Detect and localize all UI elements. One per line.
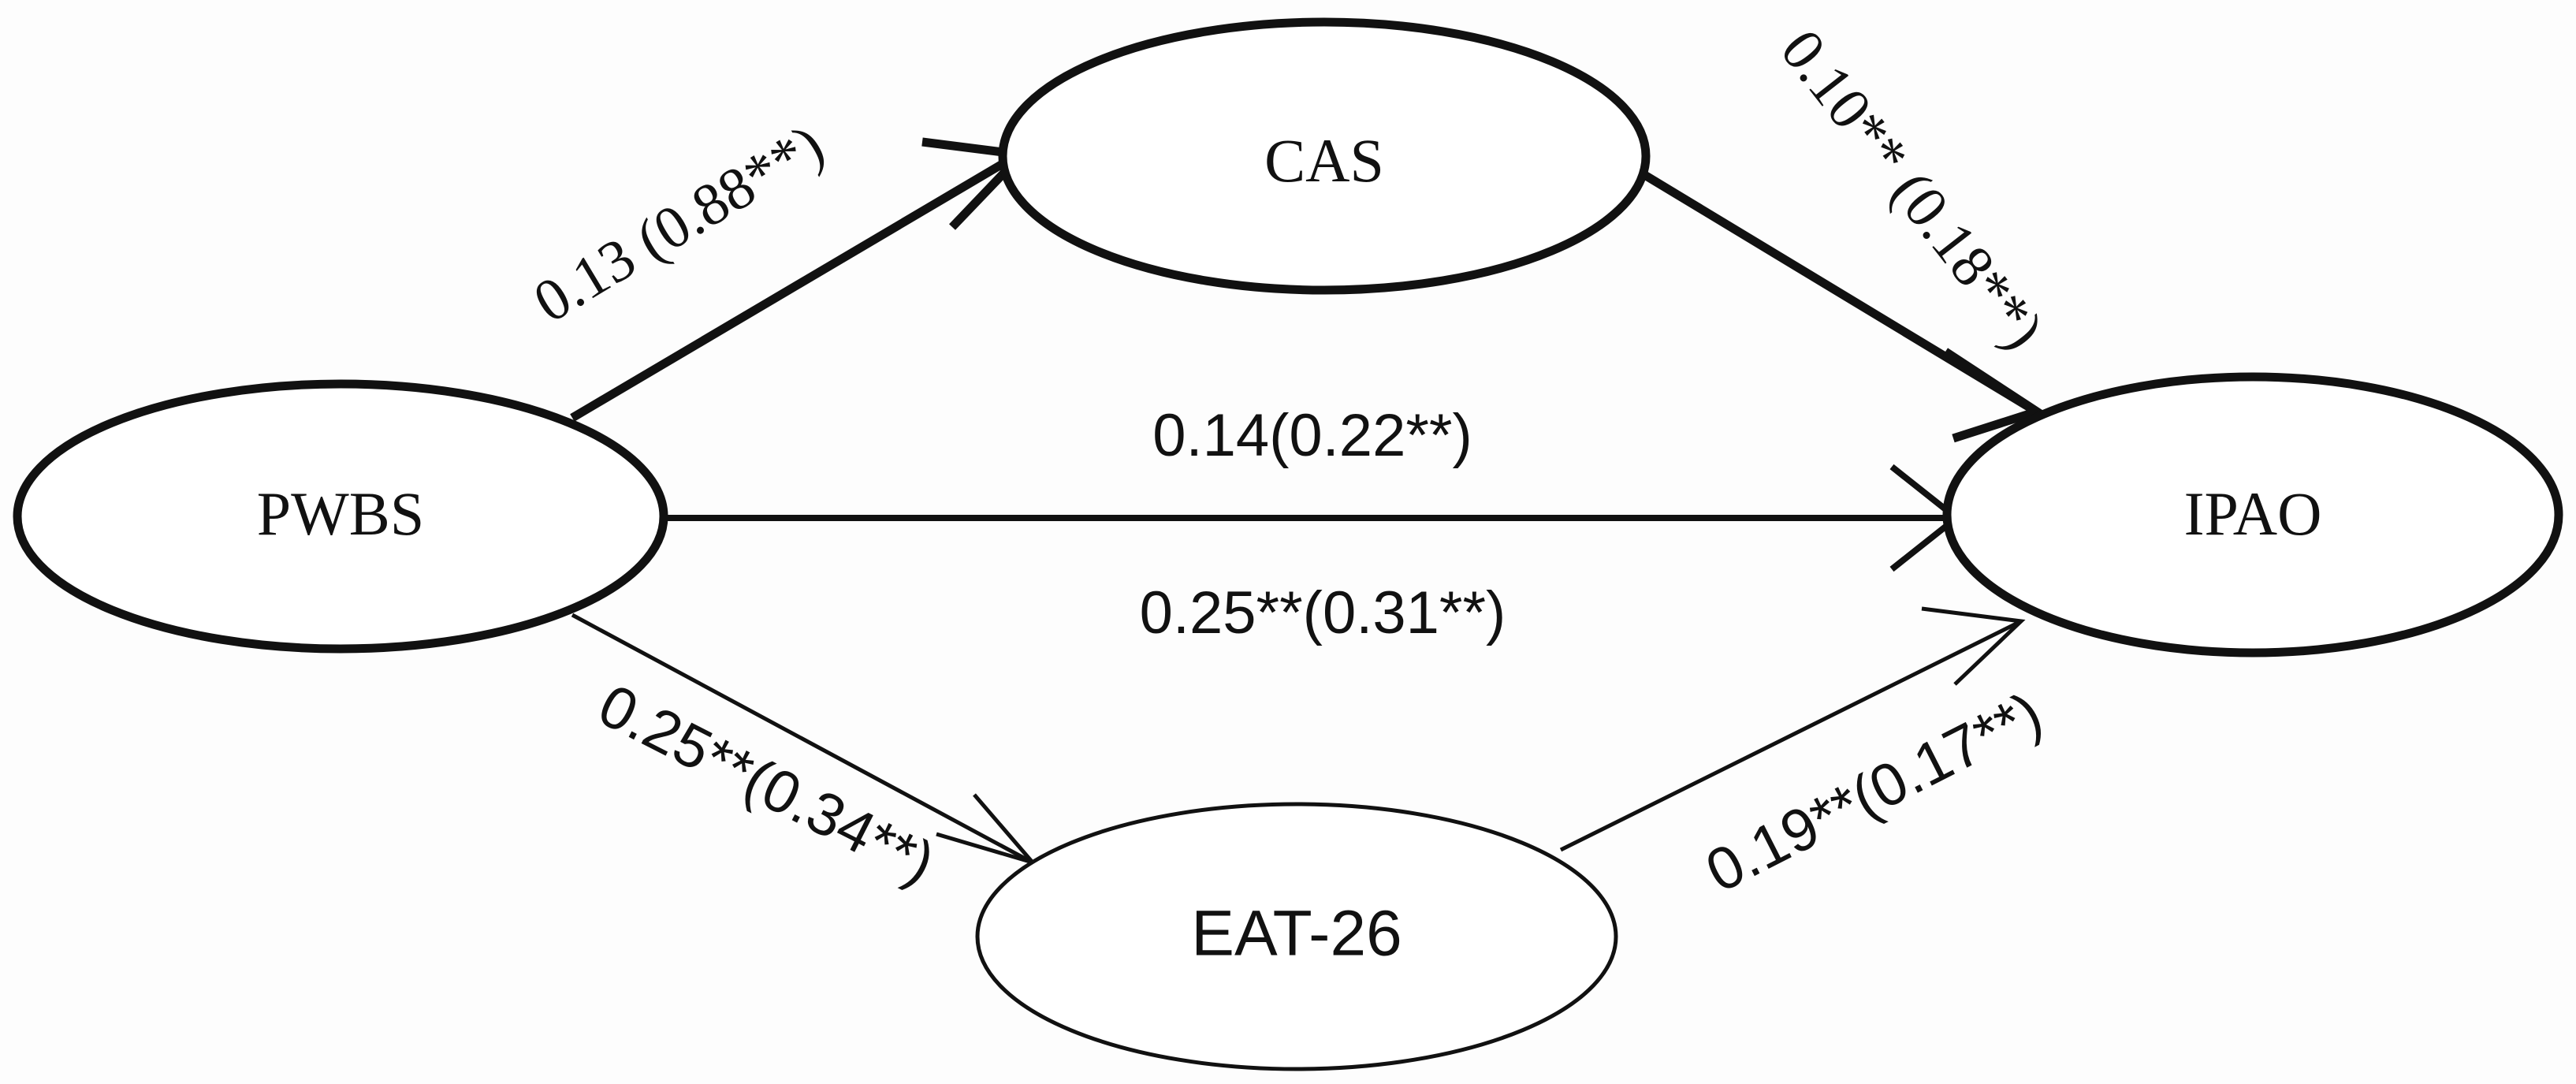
- edge-eat26-to-ipao-arrowhead: [1921, 606, 2026, 686]
- edge-label-pwbs-to-cas: 0.13 (0.88**): [523, 112, 835, 336]
- node-cas-ellipse: [998, 17, 1651, 295]
- node-eat26[interactable]: EAT-26: [975, 802, 1618, 1071]
- edge-pwbs-to-cas-line: [570, 151, 1021, 422]
- node-pwbs-ellipse: [13, 379, 668, 654]
- edge-pwbs-to-eat26-line: [571, 613, 1031, 863]
- edge-eat26-to-ipao[interactable]: [1559, 606, 2026, 852]
- edge-label-pwbs-to-ipao-direct: 0.14(0.22**): [1152, 402, 1472, 469]
- edge-pwbs-to-ipao[interactable]: [664, 464, 1962, 572]
- edge-cas-to-ipao[interactable]: [1629, 163, 2047, 443]
- edge-cas-to-ipao-arrowhead: [1942, 348, 2047, 443]
- node-eat26-label: EAT-26: [1191, 898, 1402, 970]
- node-eat26-ellipse: [975, 802, 1618, 1071]
- node-ipao[interactable]: IPAO: [1942, 372, 2563, 657]
- node-pwbs-label: PWBS: [257, 479, 424, 548]
- edge-label-cas-to-ipao: 0.10** (0.18**): [1768, 17, 2057, 361]
- node-ipao-ellipse: [1942, 372, 2563, 657]
- edge-pwbs-to-eat26-arrowhead: [936, 793, 1039, 866]
- node-ipao-label: IPAO: [2184, 479, 2322, 548]
- edge-label-pwbs-to-ipao-total: 0.25**(0.31**): [1140, 579, 1506, 646]
- edge-eat26-to-ipao-line: [1559, 620, 2019, 852]
- node-pwbs[interactable]: PWBS: [13, 379, 668, 654]
- edge-label-eat26-to-ipao: 0.19**(0.17**): [1696, 680, 2053, 906]
- node-cas-label: CAS: [1264, 126, 1384, 195]
- node-cas[interactable]: CAS: [998, 17, 1651, 295]
